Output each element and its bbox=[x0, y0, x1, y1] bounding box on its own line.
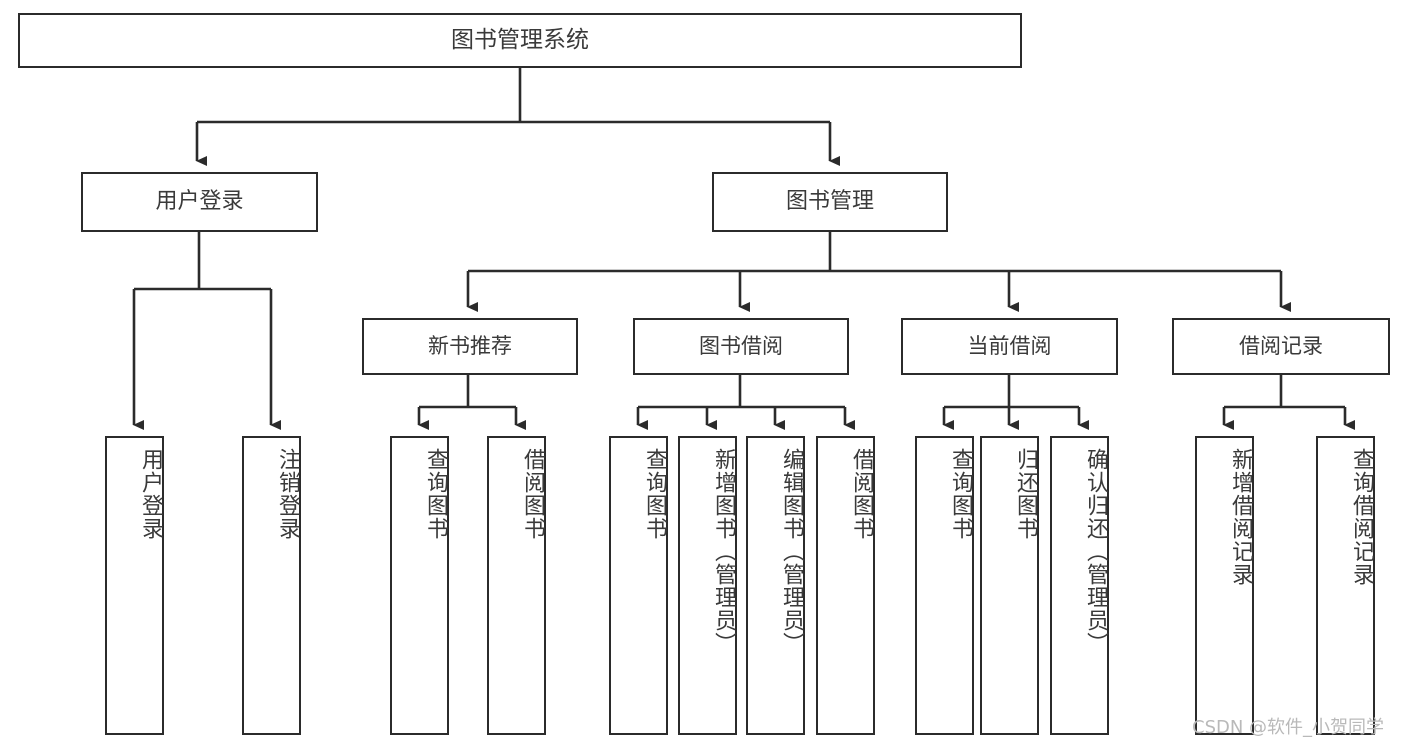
leaf-current-return-book[interactable]: 归还图书 bbox=[980, 436, 1039, 735]
leaf-current-query-book[interactable]: 查询图书 bbox=[915, 436, 974, 735]
node-label: 查询借阅记录 bbox=[1349, 448, 1374, 586]
node-label: 查询图书 bbox=[948, 448, 973, 540]
node-label: 查询图书 bbox=[642, 448, 667, 540]
node-borrow-record[interactable]: 借阅记录 bbox=[1172, 318, 1390, 375]
node-label: 用户登录 bbox=[138, 448, 163, 540]
node-label: 编辑图书（管理员） bbox=[779, 448, 804, 655]
node-book-management[interactable]: 图书管理 bbox=[712, 172, 948, 232]
leaf-current-confirm-return-admin[interactable]: 确认归还（管理员） bbox=[1050, 436, 1109, 735]
node-label: 确认归还（管理员） bbox=[1083, 448, 1108, 655]
node-label: 借阅图书 bbox=[520, 448, 545, 540]
node-user-login[interactable]: 用户登录 bbox=[81, 172, 318, 232]
node-label: 新增借阅记录 bbox=[1228, 448, 1253, 586]
leaf-record-add-record[interactable]: 新增借阅记录 bbox=[1195, 436, 1254, 735]
node-label: 当前借阅 bbox=[967, 334, 1052, 359]
node-new-book-recommend[interactable]: 新书推荐 bbox=[362, 318, 578, 375]
watermark-csdn: CSDN @软件_小贺同学 bbox=[1192, 717, 1385, 738]
node-label: 查询图书 bbox=[423, 448, 448, 540]
node-current-borrow[interactable]: 当前借阅 bbox=[901, 318, 1118, 375]
node-label: 注销登录 bbox=[275, 448, 300, 540]
node-label: 新增图书（管理员） bbox=[711, 448, 736, 655]
leaf-record-query-record[interactable]: 查询借阅记录 bbox=[1316, 436, 1375, 735]
node-label: 用户登录 bbox=[155, 189, 244, 215]
node-root-system[interactable]: 图书管理系统 bbox=[18, 13, 1022, 68]
node-book-borrow[interactable]: 图书借阅 bbox=[633, 318, 849, 375]
leaf-user-login-signout[interactable]: 注销登录 bbox=[242, 436, 301, 735]
leaf-user-login-signin[interactable]: 用户登录 bbox=[105, 436, 164, 735]
leaf-recommend-query-book[interactable]: 查询图书 bbox=[390, 436, 449, 735]
leaf-recommend-borrow-book[interactable]: 借阅图书 bbox=[487, 436, 546, 735]
leaf-borrow-borrow-book[interactable]: 借阅图书 bbox=[816, 436, 875, 735]
leaf-borrow-query-book[interactable]: 查询图书 bbox=[609, 436, 668, 735]
leaf-borrow-edit-book-admin[interactable]: 编辑图书（管理员） bbox=[746, 436, 805, 735]
node-label: 新书推荐 bbox=[428, 334, 512, 359]
node-label: 图书管理 bbox=[785, 189, 874, 215]
node-label: 借阅图书 bbox=[849, 448, 874, 540]
node-label: 图书借阅 bbox=[699, 334, 783, 359]
leaf-borrow-add-book-admin[interactable]: 新增图书（管理员） bbox=[678, 436, 737, 735]
node-label: 图书管理系统 bbox=[451, 26, 589, 53]
node-label: 归还图书 bbox=[1013, 448, 1038, 540]
node-label: 借阅记录 bbox=[1239, 334, 1323, 359]
